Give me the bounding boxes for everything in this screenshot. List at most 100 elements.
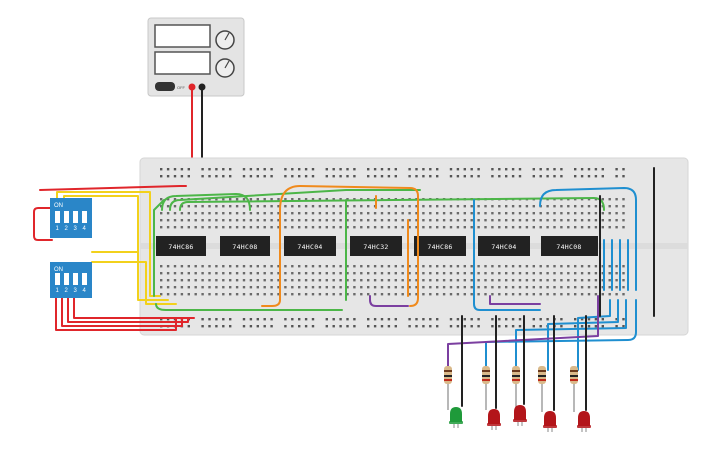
strip-hole[interactable] xyxy=(477,293,480,296)
strip-hole[interactable] xyxy=(249,205,253,208)
rail-hole[interactable] xyxy=(456,325,460,328)
strip-hole[interactable] xyxy=(304,272,308,275)
rail-hole[interactable] xyxy=(511,318,515,321)
strip-hole[interactable] xyxy=(277,219,280,222)
rail-hole[interactable] xyxy=(373,168,377,171)
strip-hole[interactable] xyxy=(367,226,370,229)
rail-hole[interactable] xyxy=(532,325,535,328)
strip-hole[interactable] xyxy=(166,198,170,201)
rail-hole[interactable] xyxy=(560,325,563,328)
rail-hole[interactable] xyxy=(622,325,625,328)
strip-hole[interactable] xyxy=(235,212,239,215)
rail-hole[interactable] xyxy=(622,318,625,321)
strip-hole[interactable] xyxy=(456,219,460,222)
rail-hole[interactable] xyxy=(353,318,356,321)
strip-hole[interactable] xyxy=(284,226,287,229)
strip-hole[interactable] xyxy=(353,286,356,289)
rail-hole[interactable] xyxy=(373,325,377,328)
strip-hole[interactable] xyxy=(380,205,384,208)
strip-hole[interactable] xyxy=(401,293,404,296)
strip-hole[interactable] xyxy=(477,265,480,268)
strip-hole[interactable] xyxy=(201,212,204,215)
rail-hole[interactable] xyxy=(491,318,494,321)
strip-hole[interactable] xyxy=(222,286,225,289)
strip-hole[interactable] xyxy=(539,286,542,289)
rail-hole[interactable] xyxy=(601,175,604,178)
strip-hole[interactable] xyxy=(332,205,335,208)
strip-hole[interactable] xyxy=(160,226,163,229)
strip-hole[interactable] xyxy=(215,279,218,282)
strip-hole[interactable] xyxy=(318,212,322,215)
yellow-wire[interactable] xyxy=(63,195,169,301)
strip-hole[interactable] xyxy=(498,219,501,222)
green-wire[interactable] xyxy=(153,199,165,297)
rail-hole[interactable] xyxy=(518,318,522,321)
strip-hole[interactable] xyxy=(394,286,397,289)
strip-hole[interactable] xyxy=(222,212,225,215)
strip-hole[interactable] xyxy=(201,226,204,229)
strip-hole[interactable] xyxy=(298,205,301,208)
strip-hole[interactable] xyxy=(532,279,535,282)
strip-hole[interactable] xyxy=(235,279,239,282)
strip-hole[interactable] xyxy=(615,265,618,268)
strip-hole[interactable] xyxy=(229,198,232,201)
strip-hole[interactable] xyxy=(484,205,487,208)
strip-hole[interactable] xyxy=(415,272,418,275)
strip-hole[interactable] xyxy=(325,279,328,282)
strip-hole[interactable] xyxy=(587,198,591,201)
strip-hole[interactable] xyxy=(456,265,460,268)
rail-hole[interactable] xyxy=(208,318,211,321)
strip-hole[interactable] xyxy=(332,219,335,222)
rail-hole[interactable] xyxy=(298,325,301,328)
strip-hole[interactable] xyxy=(229,286,232,289)
strip-hole[interactable] xyxy=(408,272,411,275)
strip-hole[interactable] xyxy=(304,212,308,215)
strip-hole[interactable] xyxy=(263,279,266,282)
rail-hole[interactable] xyxy=(284,168,287,171)
strip-hole[interactable] xyxy=(291,286,294,289)
strip-hole[interactable] xyxy=(553,265,556,268)
strip-hole[interactable] xyxy=(539,272,542,275)
strip-hole[interactable] xyxy=(498,279,501,282)
rail-hole[interactable] xyxy=(332,325,335,328)
strip-hole[interactable] xyxy=(311,226,315,229)
strip-hole[interactable] xyxy=(360,226,363,229)
strip-hole[interactable] xyxy=(367,265,370,268)
strip-hole[interactable] xyxy=(449,293,453,296)
strip-hole[interactable] xyxy=(215,219,218,222)
strip-hole[interactable] xyxy=(484,265,487,268)
rail-hole[interactable] xyxy=(511,325,515,328)
strip-hole[interactable] xyxy=(539,219,542,222)
rail-hole[interactable] xyxy=(215,168,218,171)
strip-hole[interactable] xyxy=(325,272,328,275)
rail-hole[interactable] xyxy=(208,325,211,328)
strip-hole[interactable] xyxy=(442,219,446,222)
rail-hole[interactable] xyxy=(456,168,460,171)
blue-wire[interactable] xyxy=(577,299,611,371)
rail-hole[interactable] xyxy=(380,318,384,321)
strip-hole[interactable] xyxy=(415,279,418,282)
strip-hole[interactable] xyxy=(525,226,529,229)
rail-hole[interactable] xyxy=(601,325,604,328)
strip-hole[interactable] xyxy=(442,265,446,268)
strip-hole[interactable] xyxy=(229,265,232,268)
strip-hole[interactable] xyxy=(574,219,577,222)
strip-hole[interactable] xyxy=(194,219,197,222)
strip-hole[interactable] xyxy=(505,272,508,275)
strip-hole[interactable] xyxy=(622,293,625,296)
strip-hole[interactable] xyxy=(505,286,508,289)
rail-hole[interactable] xyxy=(373,318,377,321)
strip-hole[interactable] xyxy=(608,279,611,282)
rail-hole[interactable] xyxy=(491,175,494,178)
strip-hole[interactable] xyxy=(346,212,349,215)
rail-hole[interactable] xyxy=(387,168,391,171)
rail-hole[interactable] xyxy=(422,325,425,328)
strip-hole[interactable] xyxy=(311,265,315,268)
rail-hole[interactable] xyxy=(242,175,246,178)
strip-hole[interactable] xyxy=(587,272,591,275)
strip-hole[interactable] xyxy=(394,279,397,282)
strip-hole[interactable] xyxy=(180,293,184,296)
rail-hole[interactable] xyxy=(353,175,356,178)
rail-hole[interactable] xyxy=(208,175,211,178)
resistor[interactable] xyxy=(570,366,578,384)
